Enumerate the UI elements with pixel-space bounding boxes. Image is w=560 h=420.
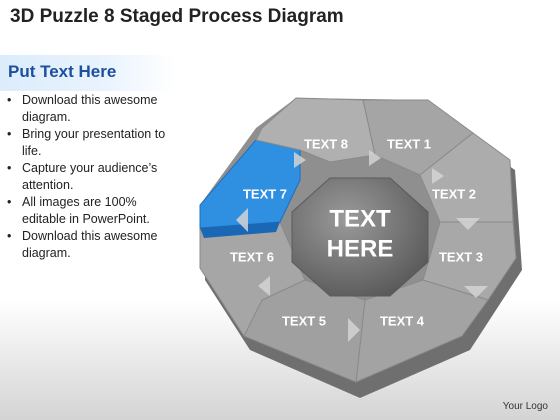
arrow-icon xyxy=(369,150,381,166)
bullet-list: Download this awesome diagram. Bring you… xyxy=(4,92,172,262)
page-title: 3D Puzzle 8 Staged Process Diagram xyxy=(10,6,344,27)
bullet-item: Download this awesome diagram. xyxy=(4,228,172,262)
segment-label: TEXT 7 xyxy=(243,186,287,201)
segment-text-8[interactable]: TEXT 8 xyxy=(255,97,376,163)
footer-logo-text: Your Logo xyxy=(502,401,548,412)
segment-label: TEXT 2 xyxy=(432,186,476,201)
arrow-icon xyxy=(294,152,306,168)
arrow-icons xyxy=(236,150,488,342)
segment-text-7-edge xyxy=(200,222,280,238)
arrow-icon xyxy=(258,276,270,296)
segment-label: TEXT 1 xyxy=(387,136,431,151)
arrow-icon xyxy=(432,168,444,184)
arrow-icon xyxy=(236,208,248,232)
arrow-icon xyxy=(456,218,480,230)
bullet-item: All images are 100% editable in PowerPoi… xyxy=(4,194,172,228)
subheading: Put Text Here xyxy=(8,62,117,81)
bullet-item: Capture your audience’s attention. xyxy=(4,160,172,194)
segment-text-6[interactable]: TEXT 6 xyxy=(199,221,306,338)
center-text-line-1: TEXT xyxy=(329,205,391,232)
arrow-icon xyxy=(464,286,488,298)
segment-text-2[interactable]: TEXT 2 xyxy=(419,132,514,223)
subheading-band xyxy=(0,55,175,91)
segment-text-7[interactable]: TEXT 7 xyxy=(199,139,301,238)
segment-label: TEXT 5 xyxy=(282,313,326,328)
center-hub xyxy=(291,177,429,297)
segment-label: TEXT 6 xyxy=(230,249,274,264)
center-text-line-2: HERE xyxy=(327,235,394,262)
segment-label: TEXT 8 xyxy=(304,136,348,151)
arrow-icon xyxy=(348,318,360,342)
bullet-item: Download this awesome diagram. xyxy=(4,92,172,126)
segment-label: TEXT 3 xyxy=(439,249,483,264)
segment-text-1[interactable]: TEXT 1 xyxy=(362,99,474,176)
segment-text-8-shape xyxy=(255,97,376,163)
segment-label: TEXT 4 xyxy=(380,313,425,328)
bullet-item: Bring your presentation to life. xyxy=(4,126,172,160)
